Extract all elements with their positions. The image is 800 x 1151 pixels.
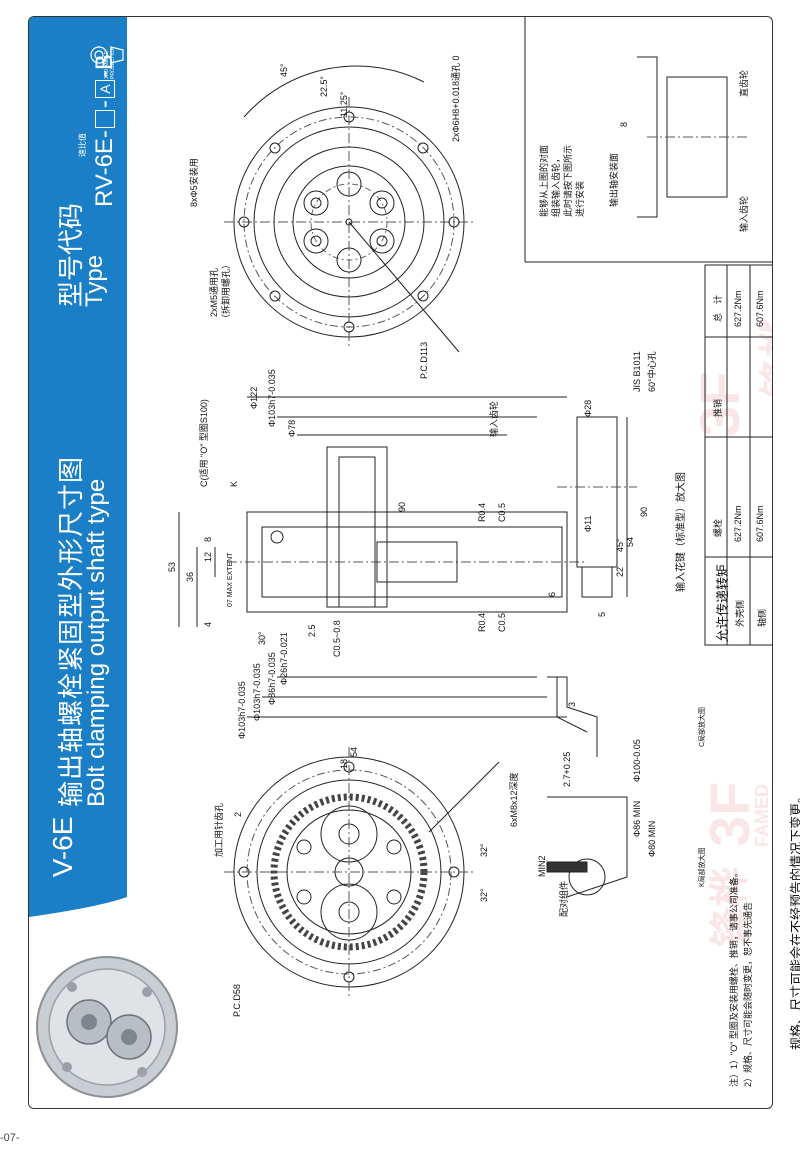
gear-center-hole: 60°中心孔 <box>647 351 657 392</box>
gear-d1: Φ11 <box>583 515 593 532</box>
side-c-label: C(适用 "O" 型圈S100) <box>199 399 209 487</box>
top-removal-label-2: （拆卸用螺孔） <box>221 259 231 323</box>
projection-label: 3RD ANGLE PROJECTION <box>104 46 116 79</box>
side-dim-4: 4 <box>203 621 213 627</box>
gear-d28: Φ28 <box>583 399 593 417</box>
side-d103c: Φ103h7-0.035 <box>237 681 247 739</box>
side-d103: Φ103h7-0.035 <box>267 369 277 427</box>
side-d86: Φ86h7-0.035 <box>267 652 277 705</box>
gear-jis: JIS B1011 <box>632 351 642 392</box>
bottom-angle-32a: 32° <box>479 843 489 857</box>
side-view <box>178 396 587 718</box>
side-dim-36: 36 <box>185 571 195 582</box>
install-input-gear: 输入齿轮 <box>739 195 749 232</box>
torque-row2-total: 607.6Nm <box>755 290 765 327</box>
torque-table-grid <box>704 264 772 646</box>
input-gear-detail <box>557 416 637 598</box>
technical-drawing <box>178 17 772 997</box>
side-dim-12: 12 <box>203 551 213 562</box>
note-line2: 2）规格、尺寸可能会随时变更，恕不事先通告 <box>743 901 753 1087</box>
ratio-label: 速比值 <box>78 133 87 157</box>
bottom-angle-32b: 32° <box>479 888 489 902</box>
side-d26: Φ26h7-0.021 <box>279 632 289 685</box>
side-extent: 07 MAX EXTENT <box>227 552 234 607</box>
bottom-dim-54: 54 <box>349 746 359 757</box>
side-d122: Φ122 <box>249 386 259 409</box>
top-holes-label: 2xΦ6H8+0.018通孔 0 <box>451 55 461 142</box>
side-angle-30: 30° <box>257 631 267 645</box>
bottom-dim-2: 2 <box>233 811 243 817</box>
side-dim-90: 90 <box>397 501 407 512</box>
torque-header-bolt: 螺栓 <box>713 518 723 537</box>
code-box-a: A <box>95 80 115 99</box>
torque-header-total: 总 计 <box>713 294 723 322</box>
detail-c <box>547 676 598 757</box>
torque-row1-side: 外壳侧 <box>735 599 745 627</box>
top-mount-label: 8xΦ5安装用 <box>189 158 199 207</box>
drawing-area: 3F 锋桦 3F 锋桦 FAMED <box>127 17 772 1108</box>
torque-row1-total: 627.2Nm <box>733 290 743 327</box>
side-dim-53: 53 <box>167 561 177 572</box>
gear-dim-45: 45° <box>615 538 625 552</box>
detail-k <box>546 796 628 898</box>
page-frame: RV-6E 输出轴螺栓紧固型外形尺寸图 Bolt clamping output… <box>28 16 773 1109</box>
detail-k-d86min: Φ86 MIN <box>632 800 642 837</box>
gear-detail-label: 输入花键（标准型）放大图 <box>676 472 687 592</box>
side-r04-b: R0.4 <box>477 612 487 632</box>
torque-header-pin: 推销 <box>713 398 723 417</box>
ratio-box <box>95 110 115 129</box>
note-line1: 注）1）"O" 型圈及安装用螺栓、推销，请事公司准备。 <box>729 868 739 1087</box>
sidebar: RV-6E 输出轴螺栓紧固型外形尺寸图 Bolt clamping output… <box>29 17 127 897</box>
install-note-line4: 进行安装 <box>575 180 585 217</box>
detail-k-d80min: Φ80 MIN <box>647 820 657 857</box>
torque-row2-bolt: 607.6Nm <box>755 505 765 542</box>
detail-k-label: K局部放大图 <box>699 847 706 887</box>
detail-k-mating: 配对组件 <box>559 880 569 917</box>
bottom-machining-label: 加工用针齿孔 <box>214 802 224 857</box>
title-english: Bolt clamping output shaft type <box>83 478 110 807</box>
top-angle-1125: 11.25° <box>339 91 349 117</box>
side-k-label: K <box>229 480 239 487</box>
page-number: -07- <box>0 1132 20 1144</box>
install-dim-8: 8 <box>619 121 629 127</box>
projection-symbol-icon <box>90 46 124 64</box>
side-d103b: Φ103h7-0.035 <box>252 663 262 721</box>
torque-row1-bolt: 627.2Nm <box>733 505 743 542</box>
bottom-view <box>224 747 500 997</box>
side-c05-b: C0.5 <box>497 612 507 632</box>
side-c-chamfer: C0.5~0.8 <box>332 620 342 657</box>
detail-k-min2: MIN2 <box>537 855 547 877</box>
type-english: Type <box>81 254 108 307</box>
top-angle-225: 22.5° <box>319 75 329 97</box>
side-c05: C0.5 <box>497 502 507 522</box>
side-input-gear: 输入齿轮 <box>489 400 499 437</box>
gear-dim-90: 90 <box>639 506 649 517</box>
detail-c-dim-3: 3 <box>567 701 577 707</box>
install-face: 输出轴安装面 <box>609 152 619 207</box>
detail-c-d100: Φ100-0.05 <box>632 739 642 782</box>
detail-c-label: C局部放大图 <box>699 706 706 747</box>
top-view <box>224 65 474 353</box>
side-dim-8: 8 <box>203 536 213 542</box>
top-angle-45: 45° <box>279 63 289 77</box>
bottom-pcd: P.C.D58 <box>232 984 242 1017</box>
gear-dim-22: 22 <box>615 566 625 577</box>
gear-dim-5: 5 <box>597 611 607 617</box>
gear-dim-6: 6 <box>547 591 557 597</box>
install-straight-gear: 直齿轮 <box>739 69 749 97</box>
bottom-dim-18: 18 <box>339 758 349 769</box>
torque-row2-side: 轴侧 <box>757 608 767 627</box>
side-d78: Φ78 <box>287 419 297 437</box>
product-photo <box>29 877 223 1108</box>
bottom-tap-label: 6xM8x12深度 <box>509 772 519 827</box>
footer-disclaimer: 规格、尺寸可能会在不经预告的情况下变更。 <box>789 789 800 1050</box>
top-pcd: P.C.D113 <box>419 341 429 379</box>
detail-c-dim-27: 2.7+0.25 <box>562 751 572 787</box>
side-dim-25: 2.5 <box>307 624 317 637</box>
code-prefix: RV-6E- <box>91 130 118 207</box>
torque-title: 允许传递转矩 <box>715 563 730 642</box>
side-r04: R0.4 <box>477 502 487 522</box>
gear-dim-54: 54 <box>625 536 635 547</box>
install-note-box <box>524 17 772 263</box>
